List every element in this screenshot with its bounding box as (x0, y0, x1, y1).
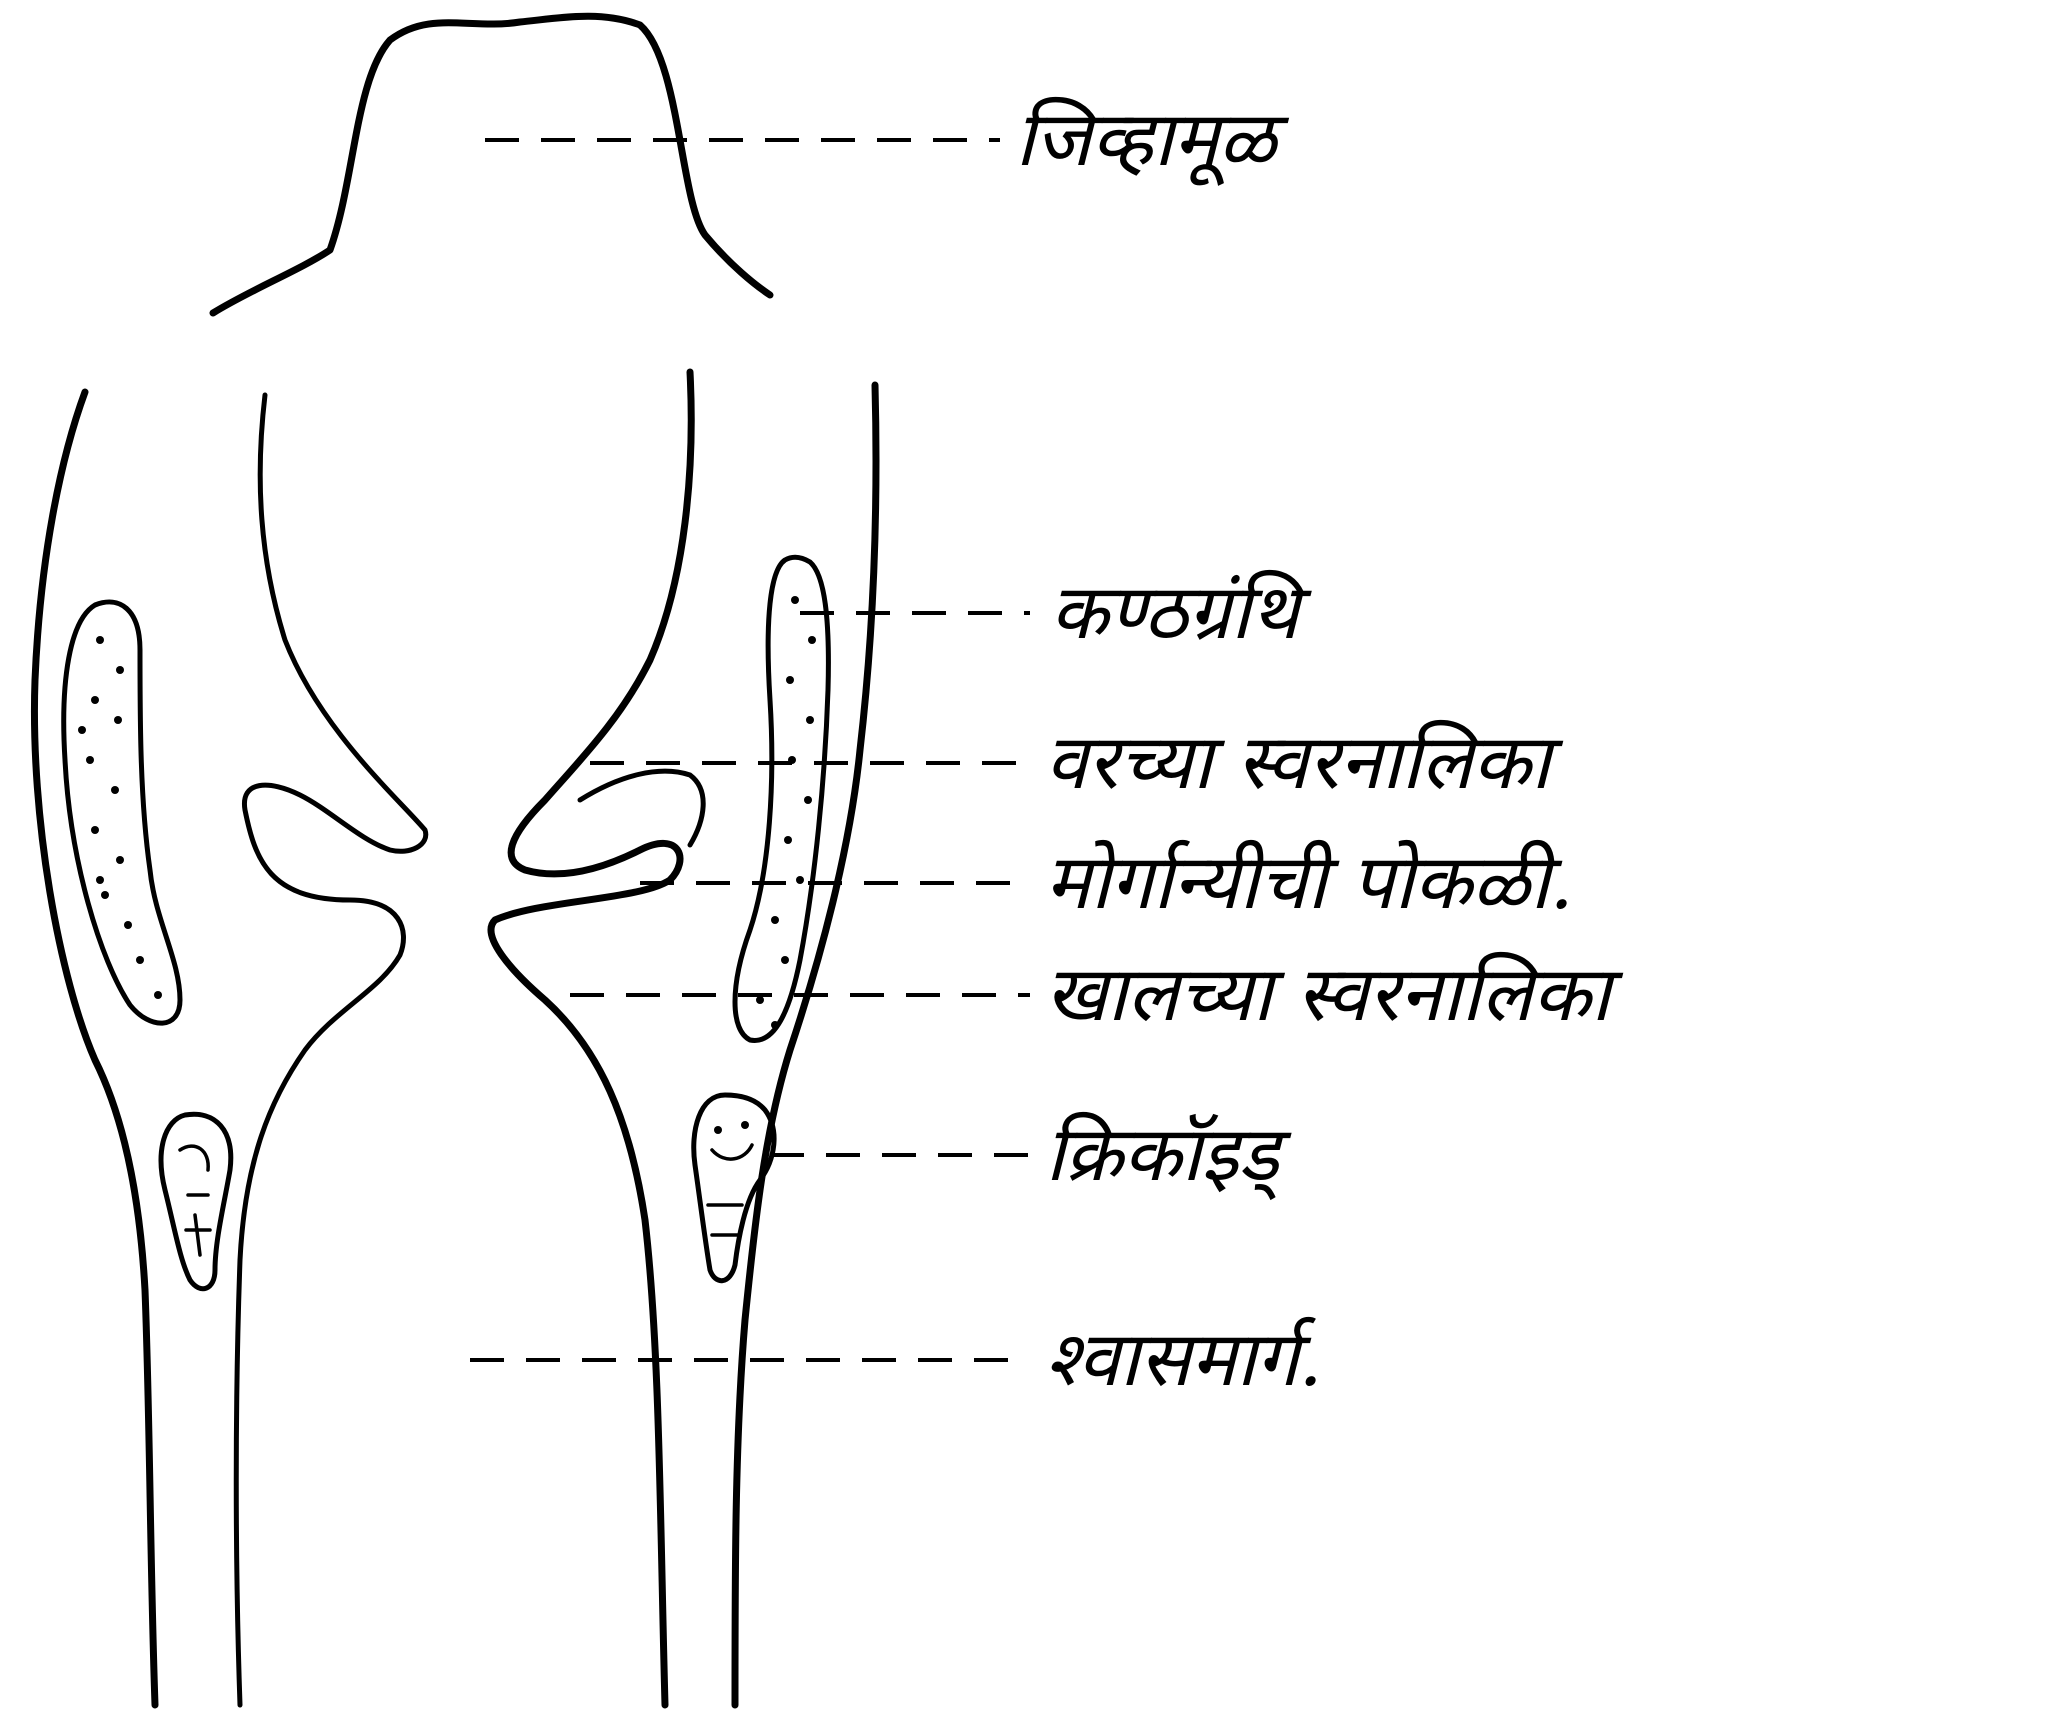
outer-wall-left (34, 392, 155, 1705)
label-trachea: श्वासमार्ग. (1045, 1314, 1323, 1403)
label-cricoid: क्रिकॉइड् (1045, 1109, 1292, 1201)
left-cricoid-cartilage (161, 1114, 231, 1288)
label-thyroid-gland: कण्ठग्रंथि (1050, 567, 1312, 656)
inner-wall-right (491, 372, 691, 1705)
label-upper-vocal-cord: वरच्या स्वरनालिका (1045, 717, 1564, 806)
left-cricoid-marks (180, 1146, 210, 1255)
label-lower-vocal-cord: खालच्या स्वरनालिका (1045, 949, 1624, 1038)
right-vocal-loop (580, 771, 703, 845)
label-tongue-root: जिव्हामूळ (1015, 94, 1290, 186)
label-morgagni-pocket: मोर्गान्यीची पोकळी. (1045, 837, 1574, 926)
inner-wall-left (236, 395, 426, 1705)
left-cartilage-stipple (78, 636, 162, 999)
tongue-root-outline (213, 16, 770, 313)
outer-wall-right (735, 385, 876, 1705)
right-cartilage-stipple (756, 596, 816, 1029)
left-thyroid-cartilage (64, 602, 180, 1023)
